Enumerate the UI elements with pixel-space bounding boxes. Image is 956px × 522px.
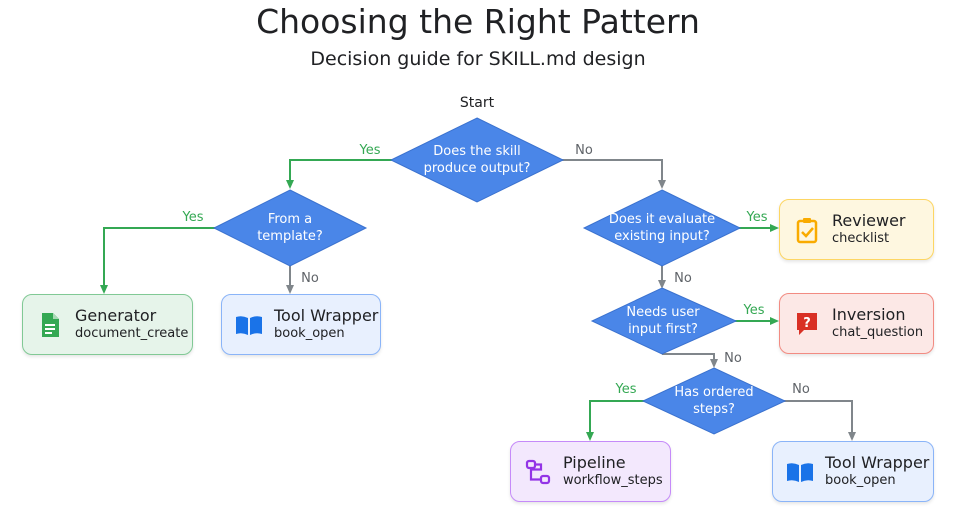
outcome-icon-name: book_open <box>274 326 345 342</box>
label-steps-no: No <box>792 382 810 397</box>
label-evaluate-yes: Yes <box>746 210 768 225</box>
outcome-reviewer: Reviewer checklist <box>779 199 934 260</box>
svg-text:?: ? <box>803 316 811 331</box>
outcome-name: Inversion <box>832 305 906 325</box>
start-label: Start <box>460 95 495 111</box>
edge-output-yes <box>286 159 393 189</box>
decision-needs-user-input: Needs user input first? <box>590 287 738 355</box>
outcome-name: Reviewer <box>832 211 906 231</box>
edge-steps-yes <box>586 400 646 441</box>
book-open-icon <box>234 310 264 340</box>
decision-line: Has ordered <box>674 385 753 400</box>
decision-line: steps? <box>693 402 735 417</box>
label-userinput-yes: Yes <box>743 303 765 318</box>
outcome-icon-name: checklist <box>832 231 890 247</box>
decision-produce-output: Does the skill produce output? <box>389 117 565 203</box>
label-evaluate-no: No <box>674 271 692 286</box>
outcome-tool-wrapper-right: Tool Wrapper book_open <box>772 441 934 502</box>
decision-line: existing input? <box>614 229 710 244</box>
outcome-name: Pipeline <box>563 453 626 473</box>
outcome-generator: Generator document_create <box>22 294 193 355</box>
outcome-inversion: ? Inversion chat_question <box>779 293 934 354</box>
label-output-no: No <box>575 143 593 158</box>
outcome-icon-name: workflow_steps <box>563 473 663 489</box>
outcome-icon-name: book_open <box>825 473 896 489</box>
decision-line: Does the skill <box>433 144 520 159</box>
edge-steps-no <box>783 400 856 441</box>
decision-line: input first? <box>628 322 698 337</box>
document-icon <box>35 310 65 340</box>
outcome-name: Tool Wrapper <box>274 306 379 326</box>
decision-ordered-steps: Has ordered steps? <box>641 367 787 435</box>
decision-line: produce output? <box>424 161 531 176</box>
decision-line: Does it evaluate <box>609 212 715 227</box>
label-userinput-no: No <box>724 351 742 366</box>
outcome-icon-name: document_create <box>75 326 189 342</box>
outcome-pipeline: Pipeline workflow_steps <box>510 441 671 502</box>
decision-line: template? <box>257 229 323 244</box>
label-template-no: No <box>301 271 319 286</box>
outcome-name: Tool Wrapper <box>825 453 930 473</box>
book-open-icon <box>785 457 815 487</box>
edge-output-no <box>560 159 666 189</box>
outcome-tool-wrapper-left: Tool Wrapper book_open <box>221 294 381 355</box>
decision-line: Needs user <box>626 305 700 320</box>
workflow-steps-icon <box>523 457 553 487</box>
outcome-name: Generator <box>75 306 157 326</box>
checklist-icon <box>792 215 822 245</box>
diagram-title: Choosing the Right Pattern <box>256 2 700 41</box>
decision-evaluate-input: Does it evaluate existing input? <box>582 189 742 267</box>
label-steps-yes: Yes <box>615 382 637 397</box>
edge-userinput-no <box>662 353 718 368</box>
decision-from-template: From a template? <box>212 189 368 267</box>
label-template-yes: Yes <box>182 210 204 225</box>
label-output-yes: Yes <box>359 143 381 158</box>
outcome-icon-name: chat_question <box>832 325 924 341</box>
edge-template-yes <box>100 227 218 294</box>
chat-question-icon: ? <box>792 309 822 339</box>
diagram-subtitle: Decision guide for SKILL.md design <box>310 48 646 70</box>
decision-line: From a <box>268 212 312 227</box>
